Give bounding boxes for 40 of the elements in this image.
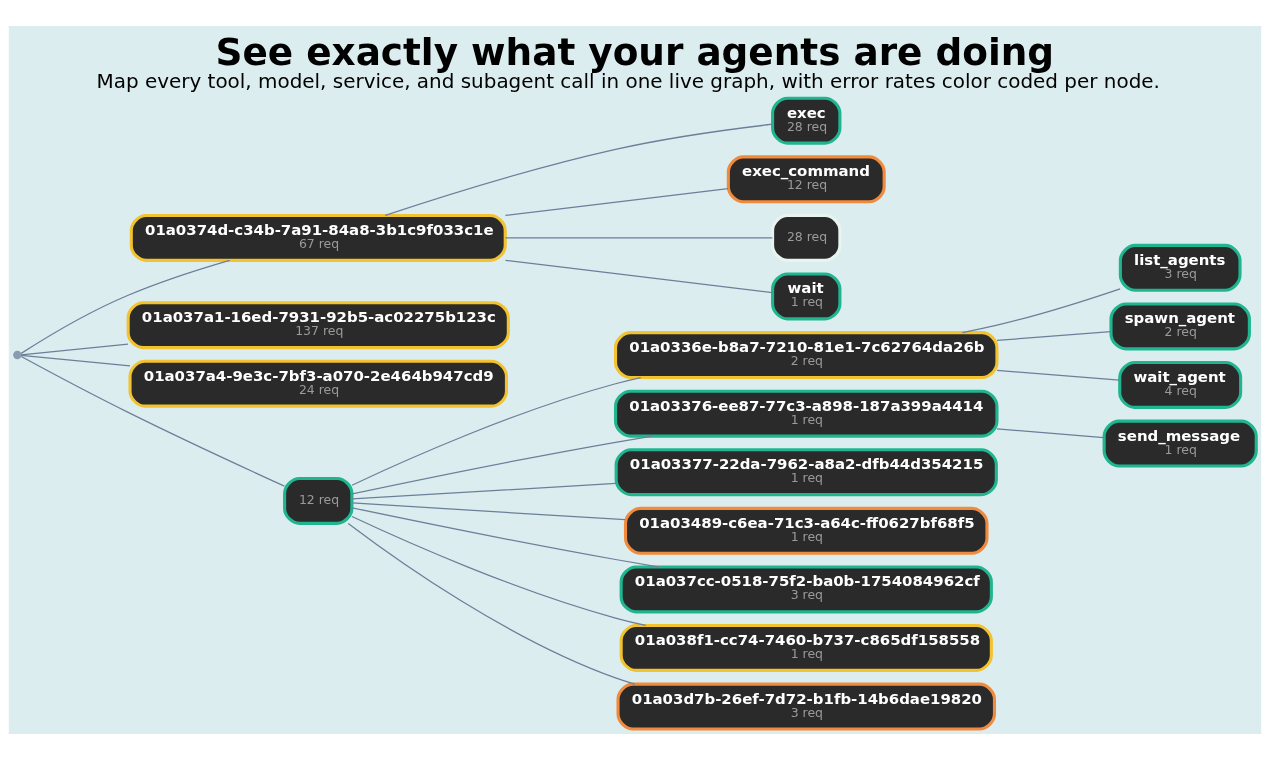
node-box: 01a0336e-b8a7-7210-81e1-7c62764da26b 2 req: [613, 331, 999, 380]
connector: [20, 259, 231, 354]
connector: [351, 376, 642, 486]
connector: [961, 288, 1121, 334]
node-box: 12 req: [283, 476, 354, 525]
connector: [351, 507, 660, 568]
connector: [996, 369, 1121, 381]
node-box: 01a038f1-cc74-7460-b737-c865df158558 1 req: [619, 624, 993, 672]
connector: [504, 237, 773, 239]
node-box: send_message 1 req: [1102, 419, 1258, 468]
node-box: 01a03376-ee87-77c3-a898-187a399a4414 1 req: [613, 389, 999, 438]
node-box: 01a037a4-9e3c-7bf3-a070-2e464b947cd9 24 req: [128, 359, 508, 408]
connector: [504, 259, 773, 294]
node-box: 01a0374d-c34b-7a91-84a8-3b1c9f033c1e 67 req: [129, 213, 507, 262]
connector: [996, 331, 1112, 342]
connector: [20, 343, 129, 356]
node-box: wait_agent 4 req: [1118, 361, 1243, 409]
node-point: [13, 350, 22, 360]
node-box: 01a037cc-0518-75f2-ba0b-1754084962cf 3 req: [619, 565, 993, 614]
node-box: exec 28 req: [771, 96, 842, 145]
node-box: 01a03d7b-26ef-7d72-b1fb-14b6dae19820 3 req: [616, 682, 996, 731]
node-box: 01a03377-22da-7962-a8a2-dfb44d354215 1 req: [614, 448, 998, 497]
node-box: list_agents 3 req: [1118, 243, 1242, 292]
connector: [996, 428, 1105, 439]
node-box: exec_command 12 req: [726, 155, 886, 204]
node-box: 28 req: [771, 213, 842, 262]
connector: [504, 187, 729, 217]
connector: [347, 522, 636, 685]
connector: [351, 435, 653, 495]
connector: [20, 354, 131, 367]
connector: [20, 355, 285, 487]
connector: [351, 502, 626, 521]
diagram-title: See exactly what your agents are doing: [215, 29, 1055, 74]
node-box: wait 1 req: [771, 272, 842, 321]
node-box: 01a037a1-16ed-7931-92b5-ac02275b123c 137 req: [126, 301, 510, 350]
connector: [384, 123, 774, 216]
node-box: 01a03489-c6ea-71c3-a64c-ff0627bf68f5 1 req: [623, 506, 989, 555]
connector: [351, 482, 617, 500]
connector: [351, 515, 647, 627]
node-box: spawn_agent 2 req: [1109, 302, 1251, 351]
